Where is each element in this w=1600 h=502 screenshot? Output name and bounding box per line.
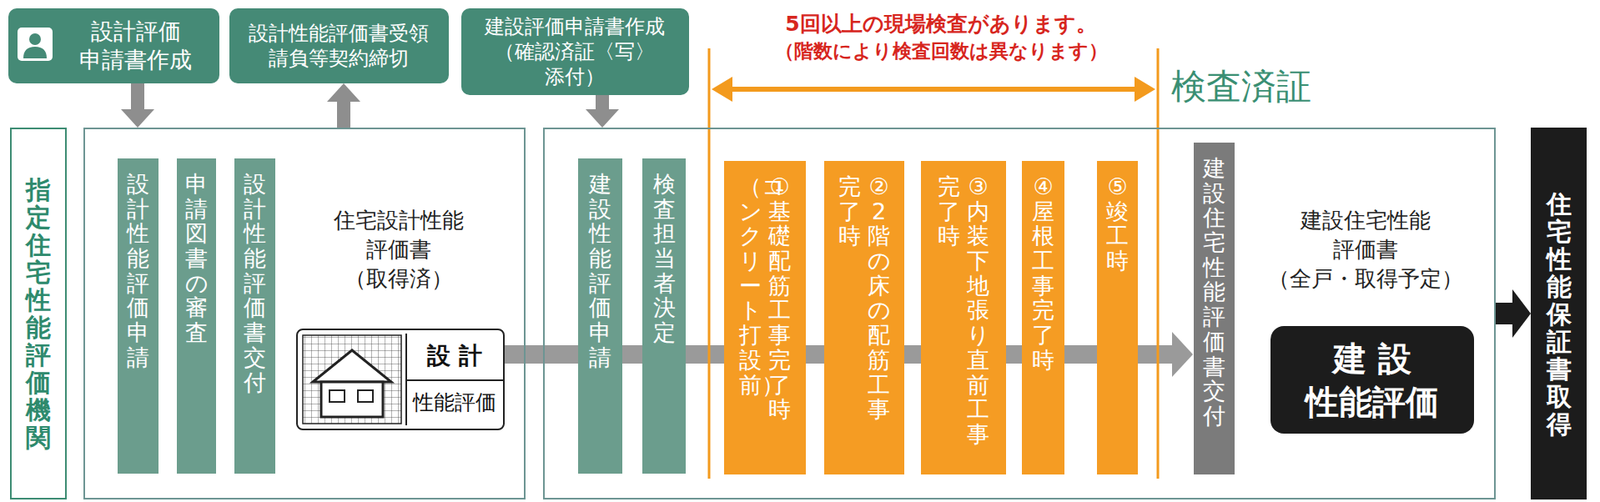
icon-ground bbox=[17, 27, 53, 61]
step-label: 設計評価 申請書作成 bbox=[8, 8, 220, 84]
node-text: 建 設 bbox=[1333, 337, 1412, 381]
inspection-box: ⑤竣工時 bbox=[1096, 161, 1138, 475]
node-text: 申請図書の審査 bbox=[185, 171, 208, 346]
node-text: 性能評価 bbox=[1305, 380, 1439, 424]
node-text: 住宅性能保証書取得 bbox=[1546, 190, 1572, 438]
flow-arrow bbox=[585, 95, 619, 128]
person-icon bbox=[16, 26, 54, 62]
node-text: 建設性能評価申請 bbox=[588, 171, 612, 371]
node-text: 設計性能評価書受領 請負等契約締切 bbox=[242, 20, 435, 71]
range-arrow-head bbox=[711, 76, 733, 102]
node-text: 性能評価 bbox=[409, 388, 500, 417]
panel-heading: 住宅設計性能 評価書（取得済） bbox=[306, 206, 492, 294]
flow-arrow bbox=[1495, 289, 1531, 338]
certificate-icon: 設 計性能評価 bbox=[296, 328, 505, 431]
inspection-box: ③内装下地張り直前工事完了時 bbox=[920, 161, 1007, 475]
range-arrow bbox=[725, 86, 1142, 92]
node-text: 住宅設計性能 評価書 bbox=[330, 206, 468, 265]
process-box: 検査担当者決定 bbox=[642, 158, 686, 474]
node-text: 完了時 bbox=[937, 174, 961, 249]
icon-body bbox=[23, 46, 47, 59]
house-window bbox=[357, 390, 373, 403]
node-text: 検査担当者決定 bbox=[653, 171, 676, 346]
node-text: （全戸・取得予定） bbox=[1255, 264, 1476, 294]
step-label: 建設評価申請書作成 （確認済証〈写〉添付） bbox=[461, 8, 690, 96]
inspection-box: ①基礎配筋工事完了時 （コンクリート打設前） bbox=[724, 161, 806, 475]
node-text: ⑤竣工時 bbox=[1106, 174, 1129, 274]
note-text: 5回以上の現場検査があります。 bbox=[724, 10, 1158, 38]
node-text: ③内装下地張り直前工事 bbox=[966, 174, 990, 448]
process-box: 建設性能評価申請 bbox=[578, 158, 623, 474]
range-arrow-head bbox=[1134, 76, 1156, 102]
node-text: 建設住宅性能 評価書 bbox=[1297, 206, 1434, 265]
flow-arrow bbox=[327, 83, 361, 128]
process-box: 申請図書の審査 bbox=[176, 158, 217, 474]
node-text: 設 計 bbox=[409, 340, 500, 373]
issue-box: 建設住宅性能評価書交付 bbox=[1193, 142, 1235, 475]
final-box: 住宅性能保証書取得 bbox=[1530, 127, 1587, 500]
node-text: 設計性能評価申請 bbox=[126, 171, 150, 371]
house-roof bbox=[312, 350, 392, 383]
process-box: 設計性能評価申請 bbox=[117, 158, 159, 474]
divider bbox=[406, 379, 504, 382]
house-window bbox=[329, 390, 345, 403]
node-text: 建設評価申請書作成 （確認済証〈写〉添付） bbox=[464, 14, 685, 90]
node-text: （取得済） bbox=[306, 264, 492, 294]
node-text: 設計性能評価書交付 bbox=[243, 171, 267, 395]
node-text: ①基礎配筋工事完了時 bbox=[768, 174, 791, 423]
range-line bbox=[1157, 48, 1160, 479]
icon-head bbox=[29, 33, 41, 46]
node-text: （コンクリート打設前） bbox=[739, 174, 762, 398]
note-text: （階数により検査回数は異なります） bbox=[724, 38, 1158, 65]
node-text: 設計評価 申請書作成 bbox=[72, 17, 199, 75]
panel-heading: 建設住宅性能 評価書（全戸・取得予定） bbox=[1255, 206, 1476, 294]
inspection-box: ④屋根工事完了時 bbox=[1021, 161, 1065, 475]
result-box: 建 設性能評価 bbox=[1270, 326, 1475, 434]
step-label: 設計性能評価書受領 請負等契約締切 bbox=[229, 8, 449, 84]
phase-panel: 住宅設計性能 評価書（取得済） 設計性能評価申請 申請図書の審査 設計性能評価書交付設… bbox=[83, 127, 526, 500]
node-text: 完了時 bbox=[838, 174, 861, 249]
grid bbox=[302, 335, 402, 424]
person-icon-svg bbox=[16, 26, 54, 62]
house-wall bbox=[321, 382, 383, 418]
phase-panel: 建設住宅性能 評価書（全戸・取得予定） 建設性能評価申請 検査担当者決定 ①基礎配筋工… bbox=[543, 127, 1496, 500]
node-text: 指定住宅性能評価機関 bbox=[25, 176, 51, 452]
range-line bbox=[708, 48, 711, 479]
node-text: ②2階の床の配筋工事 bbox=[867, 174, 891, 423]
flow-arrow bbox=[120, 83, 155, 128]
organization-box: 指定住宅性能評価機関 bbox=[10, 127, 67, 500]
heading-label: 検査済証 bbox=[1171, 63, 1339, 111]
process-box: 設計性能評価書交付 bbox=[234, 158, 276, 474]
flow-bar-head bbox=[1172, 332, 1193, 378]
inspection-box: ②2階の床の配筋工事完了時 bbox=[824, 161, 905, 475]
node-text: ④屋根工事完了時 bbox=[1031, 174, 1055, 373]
node-text: 建設住宅性能評価書交付 bbox=[1202, 155, 1226, 429]
